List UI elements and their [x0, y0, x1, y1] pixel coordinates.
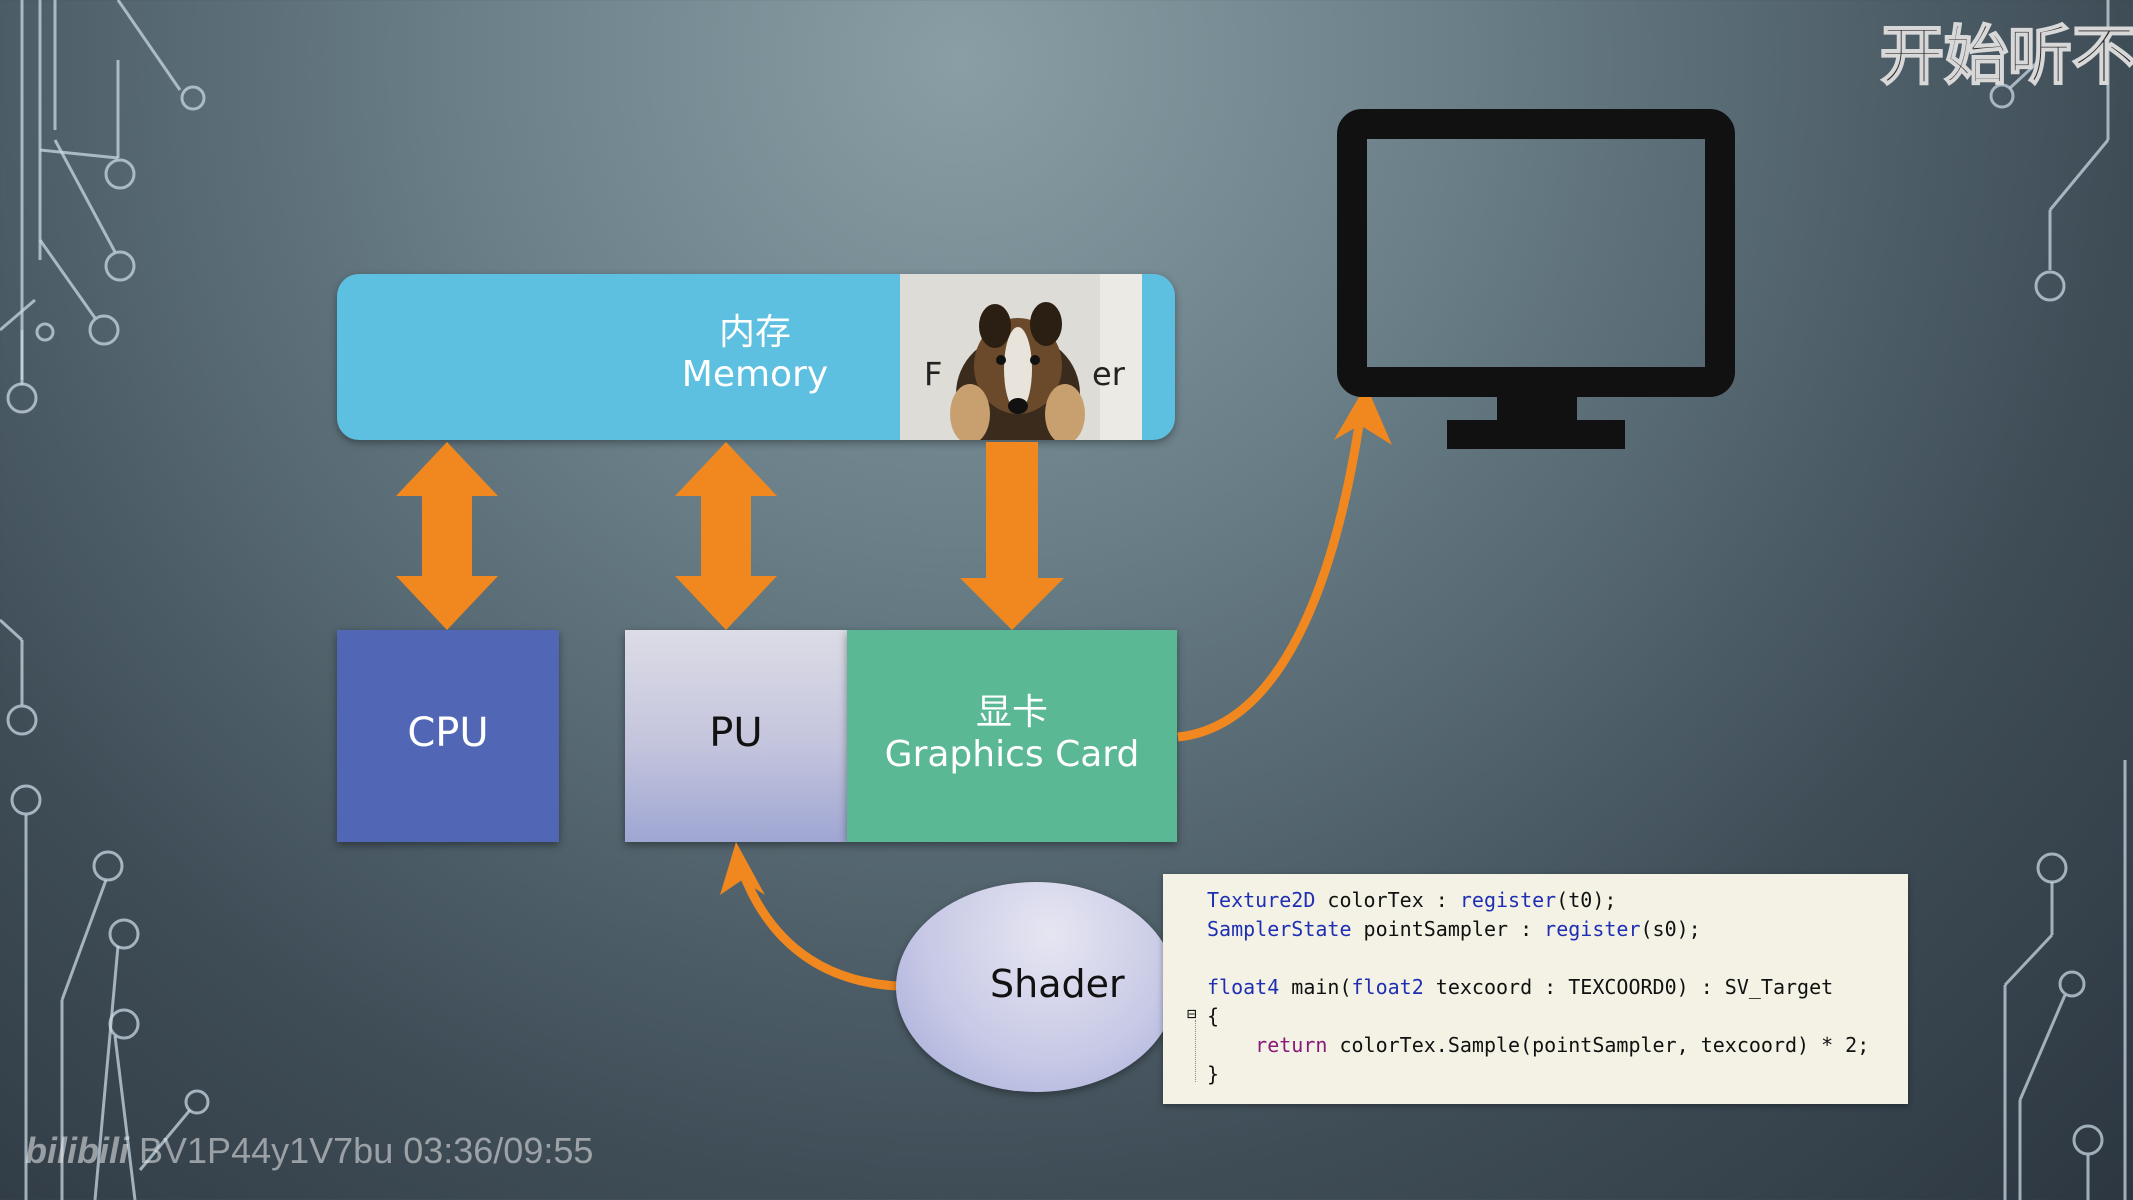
memory-label: 内存 Memory [640, 312, 870, 396]
video-watermark: bilibili BV1P44y1V7bu 03:36/09:55 [25, 1130, 593, 1172]
shader-ellipse [896, 882, 1176, 1092]
code-line-4: float4 main(float2 texcoord : TEXCOORD0)… [1207, 975, 1834, 999]
pu-label: PU [709, 710, 763, 756]
cpu-label: CPU [407, 710, 489, 756]
code-line-1: Texture2D colorTex : register(t0); [1207, 888, 1617, 912]
shader-pu-arrowhead [720, 842, 765, 895]
frame-buffer-image [900, 274, 1142, 440]
monitor-icon [1337, 109, 1735, 449]
memory-label-en: Memory [681, 354, 829, 395]
frame-buffer-label-left: F [924, 355, 943, 393]
code-line-2: SamplerState pointSampler : register(s0)… [1207, 917, 1701, 941]
shader-code-block: Texture2D colorTex : register(t0); Sampl… [1163, 874, 1908, 1104]
subtitle-text: 开始听不 [1879, 19, 2133, 95]
graphics-card-label: 显卡 Graphics Card [847, 692, 1177, 776]
pu-block: PU [625, 630, 847, 842]
cpu-block: CPU [337, 630, 559, 842]
frame-buffer-label-right: er [1092, 355, 1125, 393]
fold-guide [1195, 1020, 1197, 1082]
collapse-icon[interactable]: ⊟ [1187, 1004, 1197, 1023]
graphics-card-label-en: Graphics Card [884, 734, 1140, 775]
graphics-card-block: 显卡 Graphics Card [847, 630, 1177, 842]
gpu-monitor-arrow [1177, 404, 1367, 742]
code-line-6: return colorTex.Sample(pointSampler, tex… [1255, 1033, 1870, 1057]
video-id-time: BV1P44y1V7bu 03:36/09:55 [139, 1130, 594, 1171]
graphics-card-label-cn: 显卡 [975, 692, 1048, 733]
shader-label: Shader [990, 962, 1125, 1006]
dog-image [900, 274, 1142, 440]
code-line-7: } [1207, 1062, 1220, 1086]
memory-gpu-arrow [960, 442, 1064, 630]
code-line-5: { [1207, 1004, 1220, 1028]
gpu-monitor-arrowhead [1334, 385, 1392, 445]
cpu-memory-arrow [396, 442, 498, 630]
memory-label-cn: 内存 [718, 312, 791, 353]
pu-memory-arrow [675, 442, 777, 630]
shader-pu-arrow [737, 868, 899, 991]
bilibili-logo: bilibili [25, 1130, 129, 1171]
